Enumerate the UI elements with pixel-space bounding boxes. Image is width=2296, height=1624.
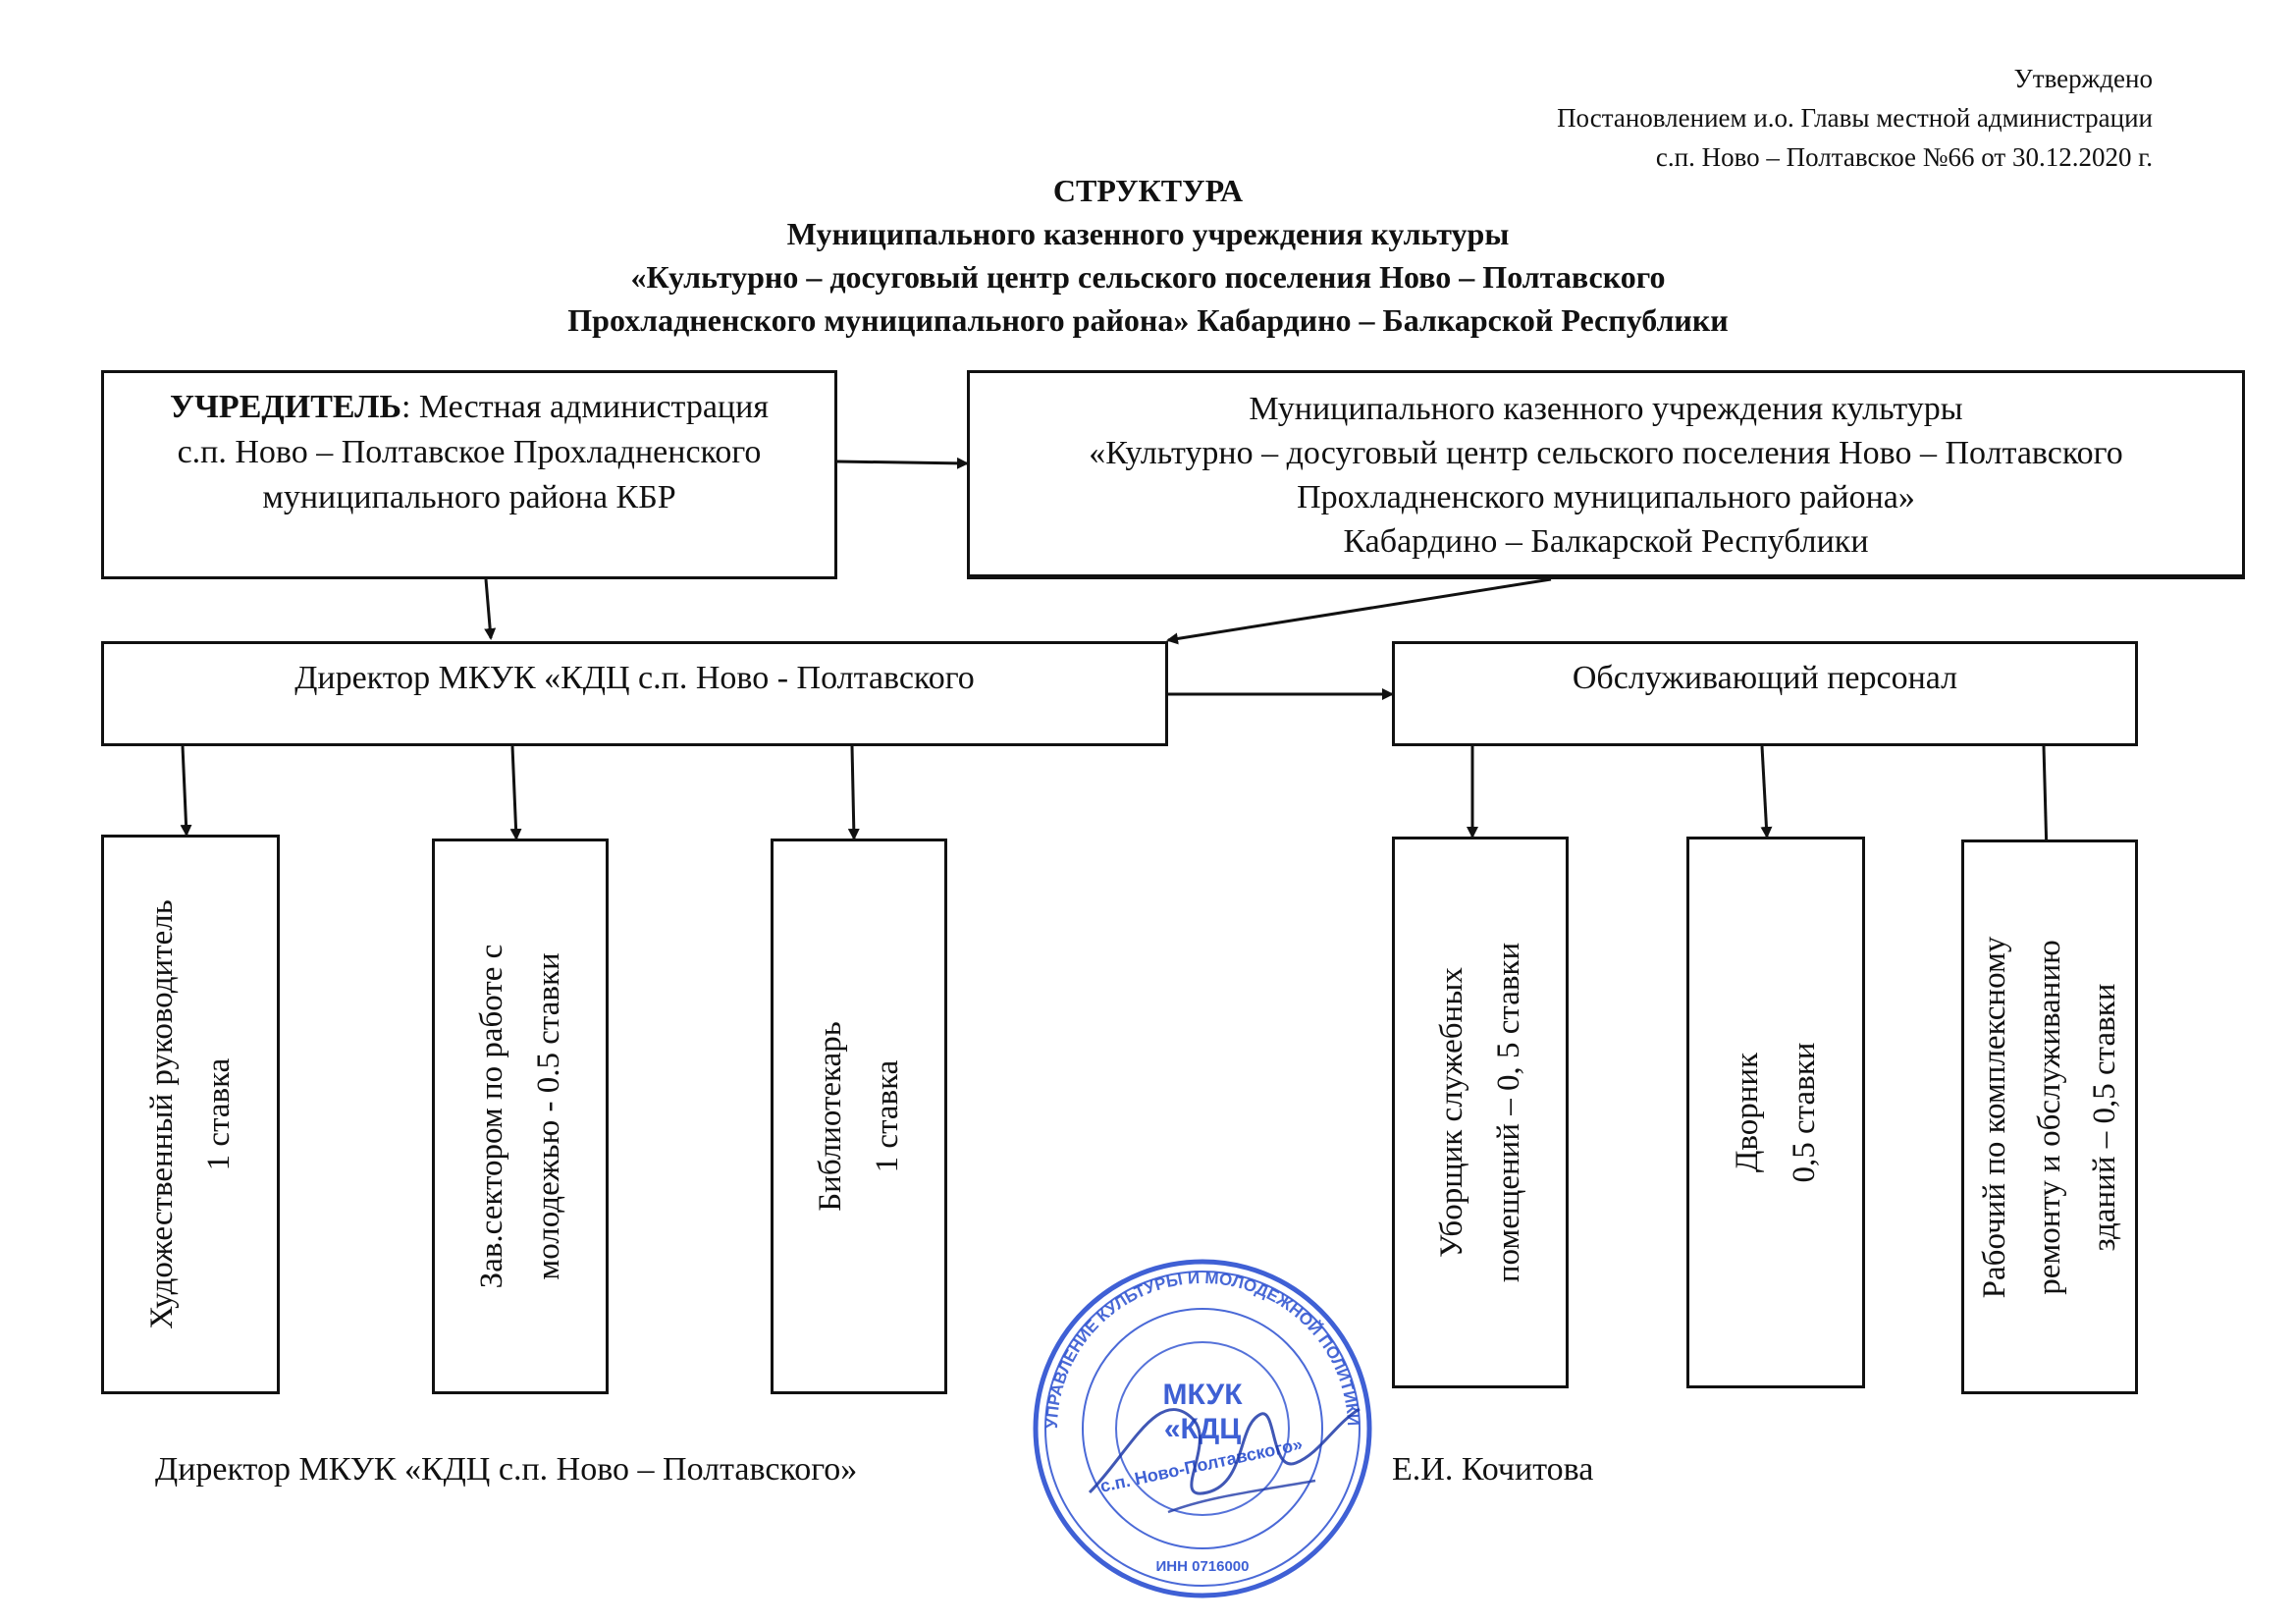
service-staff-label: Обслуживающий персонал [1572,660,1958,696]
position-repair-worker: Рабочий по комплексному ремонту и обслуж… [1961,839,2138,1394]
title-line-2: Муниципального казенного учреждения куль… [786,216,1510,251]
arrow-to-repair-worker [2040,745,2053,856]
director-box: Директор МКУК «КДЦ с.п. Ново - Полтавско… [101,641,1168,746]
signature [1088,1407,1361,1495]
position-youth-sector-head-line-1: Зав.сектором по работе с [474,944,509,1289]
position-librarian-title: Библиотекарь [813,1021,848,1212]
institution-line-1: Муниципального казенного учреждения куль… [1249,391,1963,427]
institution-line-4: Кабардино – Балкарской Республики [1343,523,1869,560]
stamp-center-line-1: МКУК [1162,1379,1243,1411]
title-line-4: Прохладненского муниципального района» К… [567,302,1729,338]
position-cleaner-line-1: Уборщик служебных [1434,967,1469,1258]
title-line-3: «Культурно – досуговый центр сельского п… [630,259,1666,295]
approval-line-1: Утверждено [2013,64,2153,93]
approval-line-2: Постановлением и.о. Главы местной админи… [1557,103,2153,133]
approval-line-3: с.п. Ново – Полтавское №66 от 30.12.2020… [1655,142,2153,172]
institution-box: Муниципального казенного учреждения куль… [967,370,2245,579]
position-repair-worker-line-1: Рабочий по комплексному [1977,936,2012,1298]
title-line-1: СТРУКТУРА [1052,173,1244,208]
position-janitor-title: Дворник [1730,1052,1765,1173]
document-title: СТРУКТУРА Муниципального казенного учреж… [0,169,2296,342]
footer-director-name: Е.И. Кочитова [1392,1451,1594,1488]
institution-line-2: «Культурно – досуговый центр сельского п… [1089,435,2123,471]
founder-line-2: с.п. Ново – Полтавское Прохладненского [177,434,762,470]
arrow-to-janitor [1760,745,1773,839]
arrow-founder-to-institution [835,457,969,469]
founder-line-1: : Местная администрация [400,389,769,425]
founder-label: УЧРЕДИТЕЛЬ [170,389,401,425]
arrow-to-librarian [847,745,860,840]
position-youth-sector-head: Зав.сектором по работе с молодежью - 0.5… [432,839,609,1394]
founder-line-3: муниципального района КБР [262,479,676,515]
position-janitor: Дворник 0,5 ставки [1686,837,1865,1388]
position-cleaner: Уборщик служебных помещений – 0, 5 ставк… [1392,837,1569,1388]
service-staff-box: Обслуживающий персонал [1392,641,2138,746]
official-stamp: УПРАВЛЕНИЕ КУЛЬТУРЫ И МОЛОДЕЖНОЙ ПОЛИТИК… [1033,1259,1372,1598]
position-janitor-rate: 0,5 ставки [1787,1042,1822,1183]
director-label: Директор МКУК «КДЦ с.п. Ново - Полтавско… [294,660,975,696]
footer-director-title: Директор МКУК «КДЦ с.п. Ново – Полтавско… [155,1451,858,1488]
approval-block: Утверждено Постановлением и.о. Главы мес… [1557,59,2153,177]
institution-line-3: Прохладненского муниципального района» [1297,479,1915,515]
arrow-institution-to-director [1166,577,1552,645]
position-librarian: Библиотекарь 1 ставка [771,839,947,1394]
arrow-to-art-director [180,745,192,837]
position-repair-worker-line-2: ремонту и обслуживанию [2032,939,2067,1295]
stamp-center-line-2: «КДЦ [1164,1413,1241,1445]
stamp-inn: ИНН 0716000 [1155,1558,1249,1575]
founder-box: УЧРЕДИТЕЛЬ: Местная администрация с.п. Н… [101,370,837,579]
position-librarian-rate: 1 ставка [870,1059,905,1173]
position-art-director: Художественный руководитель 1 ставка [101,835,280,1394]
arrow-to-youth-head [509,745,522,840]
position-youth-sector-head-line-2: молодежью - 0.5 ставки [531,952,566,1280]
position-art-director-title: Художественный руководитель [144,899,180,1329]
position-repair-worker-line-3: зданий – 0,5 ставки [2087,983,2122,1251]
arrow-founder-to-director [484,578,497,640]
position-art-director-rate: 1 ставка [201,1057,237,1171]
position-cleaner-line-2: помещений – 0, 5 ставки [1491,942,1526,1283]
